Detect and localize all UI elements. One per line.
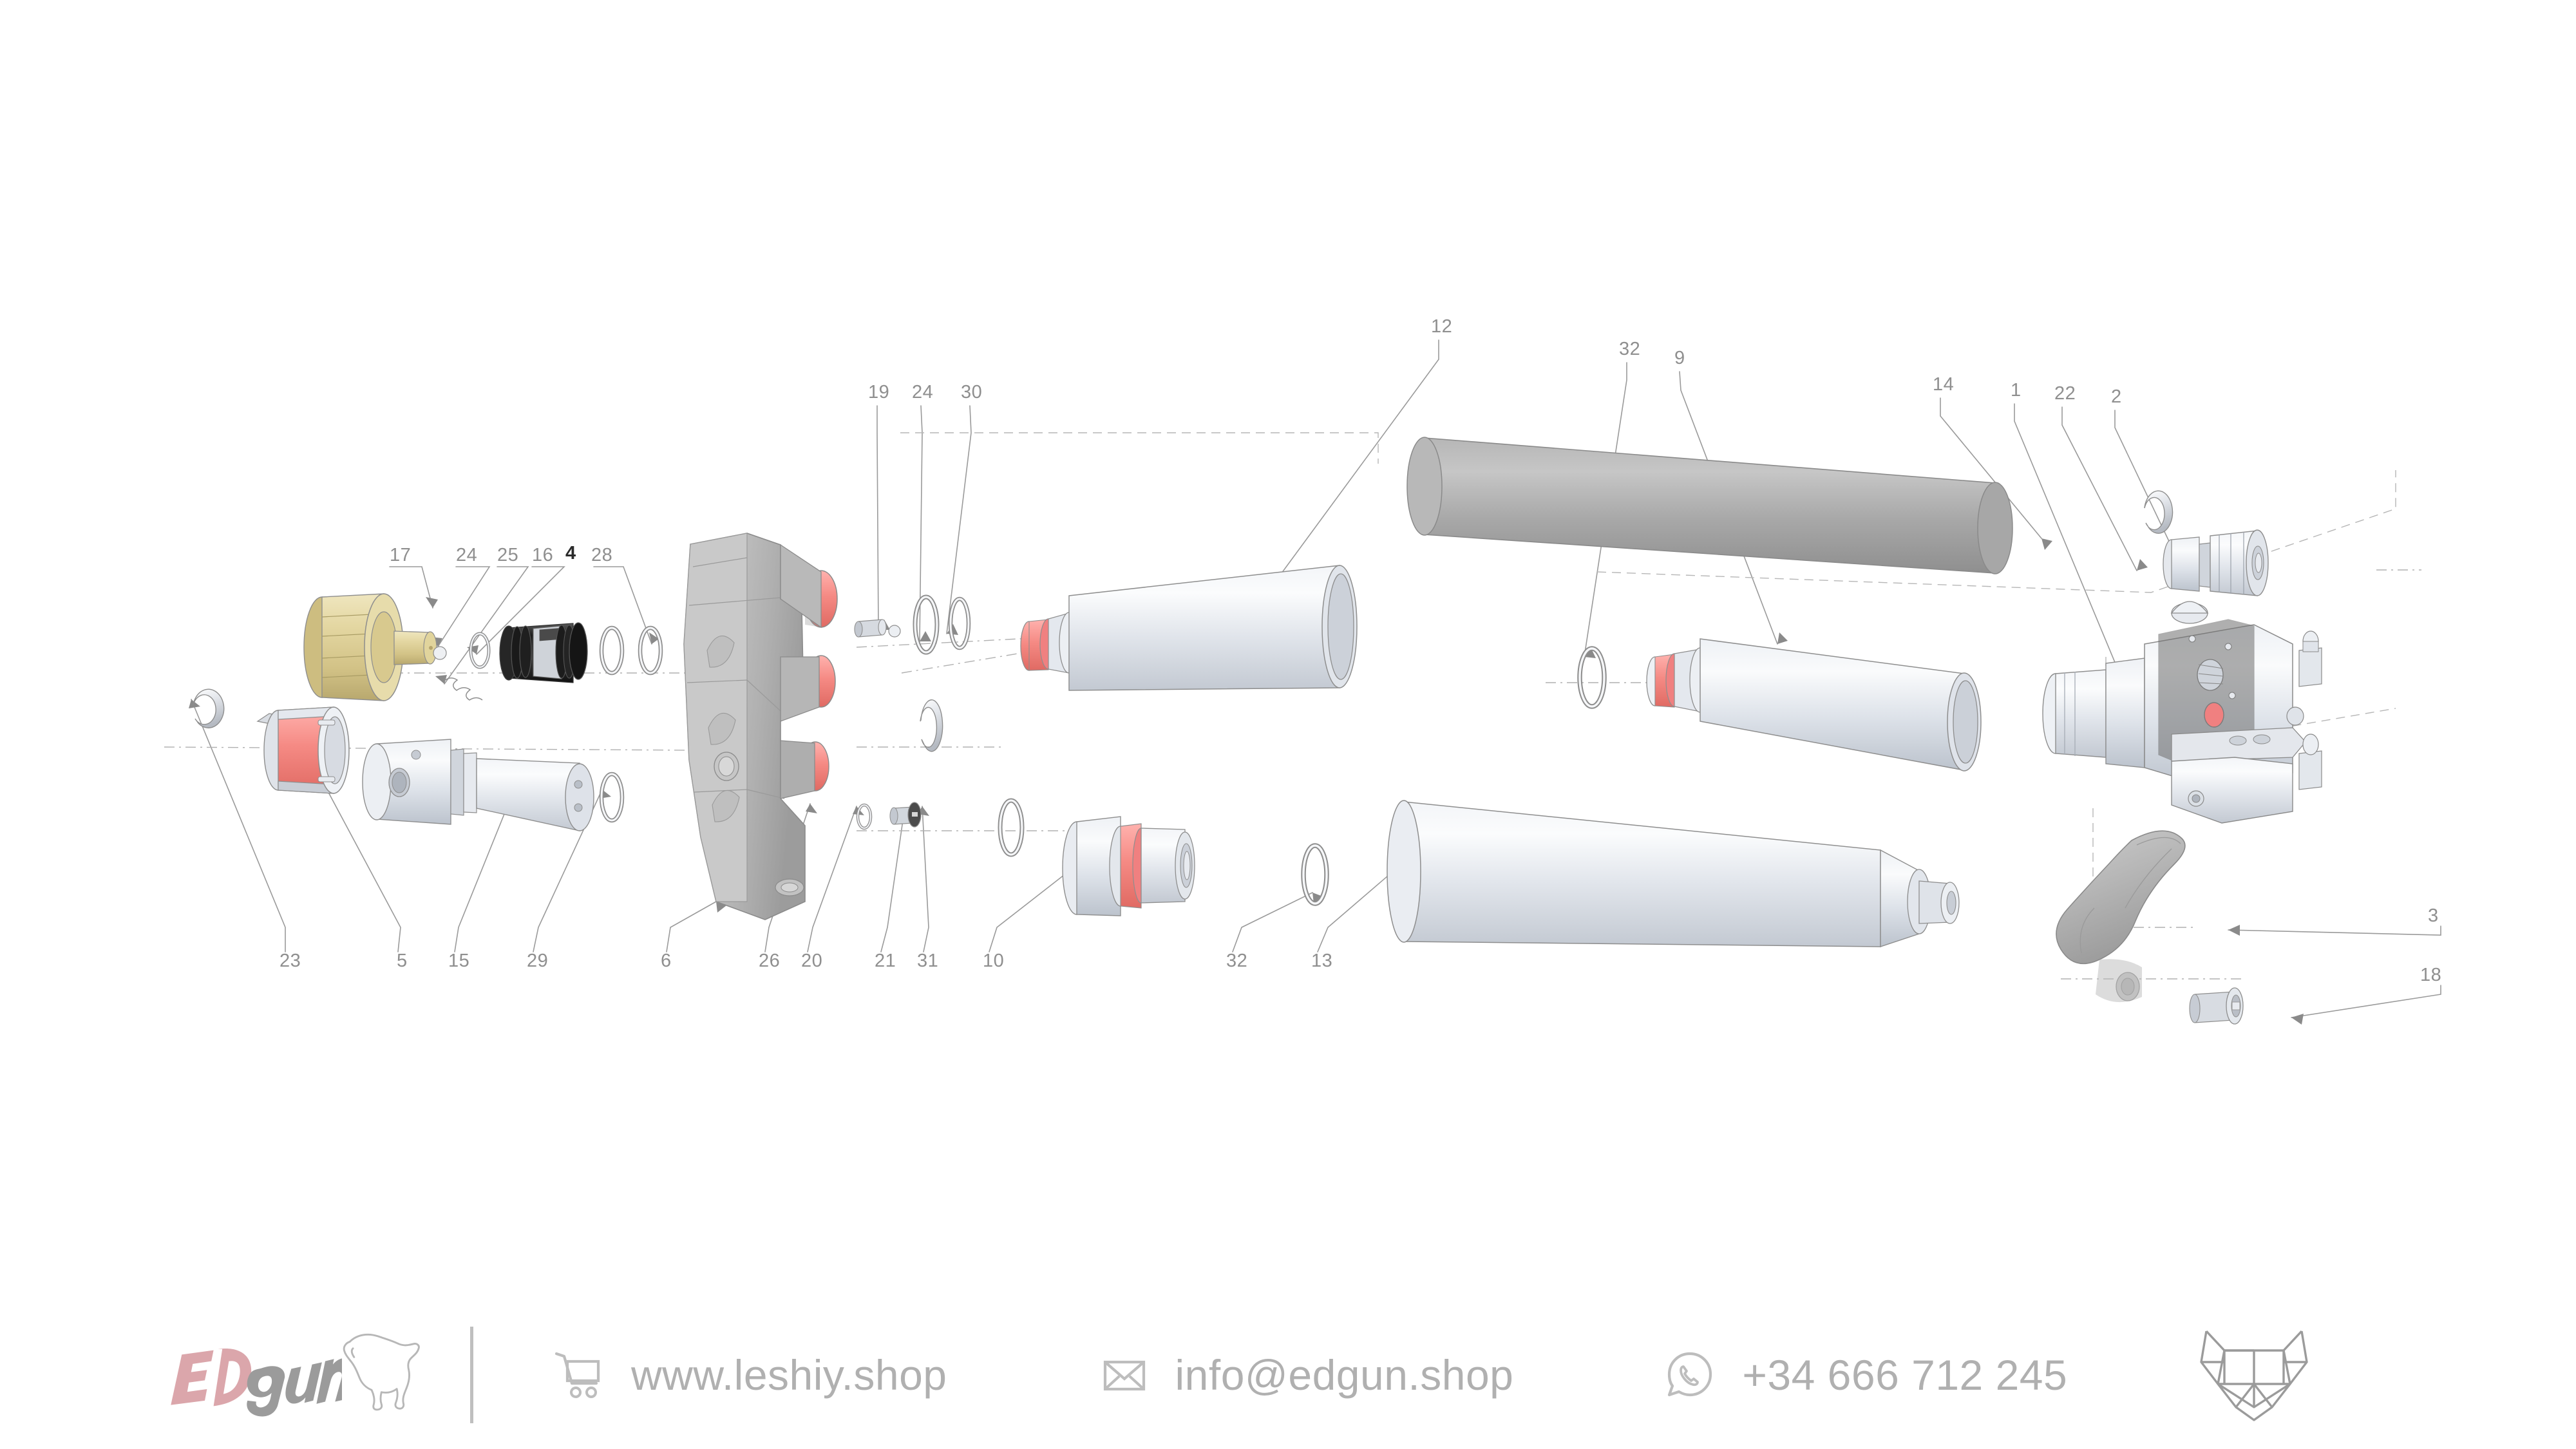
part-19-oring-large (913, 594, 940, 655)
dog-silhouette-icon (343, 1333, 420, 1411)
part-23-circlip (193, 688, 225, 728)
diagram-canvas (164, 339, 2441, 1025)
part-22-circlip (2144, 490, 2174, 534)
part-16-washer (469, 632, 491, 669)
callout-21: 21 (875, 951, 896, 971)
part-14-outer-shroud (1406, 437, 2013, 574)
callout-26: 26 (759, 951, 781, 971)
footer-divider (470, 1327, 473, 1423)
part-12-air-tube (1020, 565, 1358, 691)
part-25-spring (444, 677, 483, 701)
email-text: info@edgun.shop (1175, 1351, 1514, 1399)
part-28-oring-a (599, 625, 625, 676)
part-1-action-assembly (2144, 601, 2322, 824)
part-15-cylinder (476, 758, 594, 831)
part-10-barrel-bushing (1062, 816, 1195, 916)
callout-24-upper-mid: 24 (912, 382, 934, 402)
callout-4: 4 (565, 543, 576, 564)
callout-5: 5 (397, 951, 408, 971)
shopping-cart-icon (554, 1352, 600, 1398)
website-text: www.leshiy.shop (631, 1351, 947, 1399)
part-4-valve-assembly (499, 622, 588, 683)
part-6-receiver-block (683, 533, 838, 920)
callout-2: 2 (2111, 386, 2122, 407)
wolf-head-geometric-icon (2200, 1330, 2308, 1421)
part-24-ball-detent (433, 646, 447, 660)
part-13-barrel-tube (1387, 800, 1960, 947)
callout-22: 22 (2054, 383, 2076, 404)
callout-3: 3 (2428, 905, 2439, 926)
callout-1: 1 (2011, 380, 2022, 401)
part-20-ball (888, 625, 901, 638)
part-19-oring-small (948, 596, 971, 650)
callout-10: 10 (983, 951, 1005, 971)
callout-13: 13 (1311, 951, 1333, 971)
email-contact[interactable]: info@edgun.shop (1101, 1350, 1513, 1399)
callout-28: 28 (591, 545, 613, 565)
callout-20: 20 (801, 951, 823, 971)
phone-contact[interactable]: +34 666 712 245 (1665, 1350, 2067, 1400)
part-30-circlip (920, 699, 943, 752)
part-31-screw (889, 802, 922, 828)
whatsapp-icon (1668, 1352, 1712, 1397)
callout-6: 6 (661, 951, 672, 971)
callout-9: 9 (1674, 348, 1685, 368)
footer-bar: www.leshiy.shop info@edgun.shop +34 666 … (0, 1301, 2576, 1449)
part-32-oring-a (1577, 646, 1607, 709)
callout-16: 16 (532, 545, 554, 565)
part-26-pin (854, 619, 887, 638)
leader-lines (191, 339, 2441, 1018)
callout-18: 18 (2420, 965, 2442, 985)
part-10-oring (998, 798, 1025, 857)
callout-14: 14 (1933, 374, 1955, 395)
callout-32-upper: 32 (1619, 339, 1641, 359)
website-contact[interactable]: www.leshiy.shop (554, 1350, 947, 1400)
callout-23: 23 (279, 951, 301, 971)
callout-12: 12 (1431, 316, 1453, 337)
callout-19: 19 (868, 382, 890, 402)
part-15-breech-block (362, 739, 477, 825)
callout-15: 15 (448, 951, 470, 971)
part-9-plenum-tube (1646, 638, 1982, 772)
part-5-red-breech-cap (256, 706, 350, 794)
part-32-oring-b (1301, 843, 1329, 906)
part-18-lever-screw (2189, 987, 2244, 1025)
callout-17: 17 (390, 545, 412, 565)
callout-32-lower: 32 (1226, 951, 1248, 971)
callout-29: 29 (527, 951, 549, 971)
part-29-oring (599, 772, 625, 823)
callout-30: 30 (961, 382, 983, 402)
part-2-fill-coupling (2163, 529, 2269, 596)
part-3-cocking-lever (2056, 830, 2186, 1003)
exploded-parts-diagram: 17 24 25 16 4 28 19 24 30 12 32 9 14 1 2… (164, 316, 2442, 1025)
part-28-oring-b (638, 625, 663, 676)
edgun-wordmark-icon (171, 1349, 342, 1417)
envelope-icon (1104, 1360, 1146, 1391)
edgun-logo (161, 1325, 431, 1425)
part-21-washer (856, 803, 873, 830)
callout-24-upper-left: 24 (456, 545, 478, 565)
callout-31: 31 (917, 951, 939, 971)
phone-text: +34 666 712 245 (1742, 1351, 2068, 1399)
part-17-brass-adjuster (303, 593, 437, 701)
callout-25: 25 (497, 545, 519, 565)
part-1-regulator-body (2042, 658, 2145, 768)
